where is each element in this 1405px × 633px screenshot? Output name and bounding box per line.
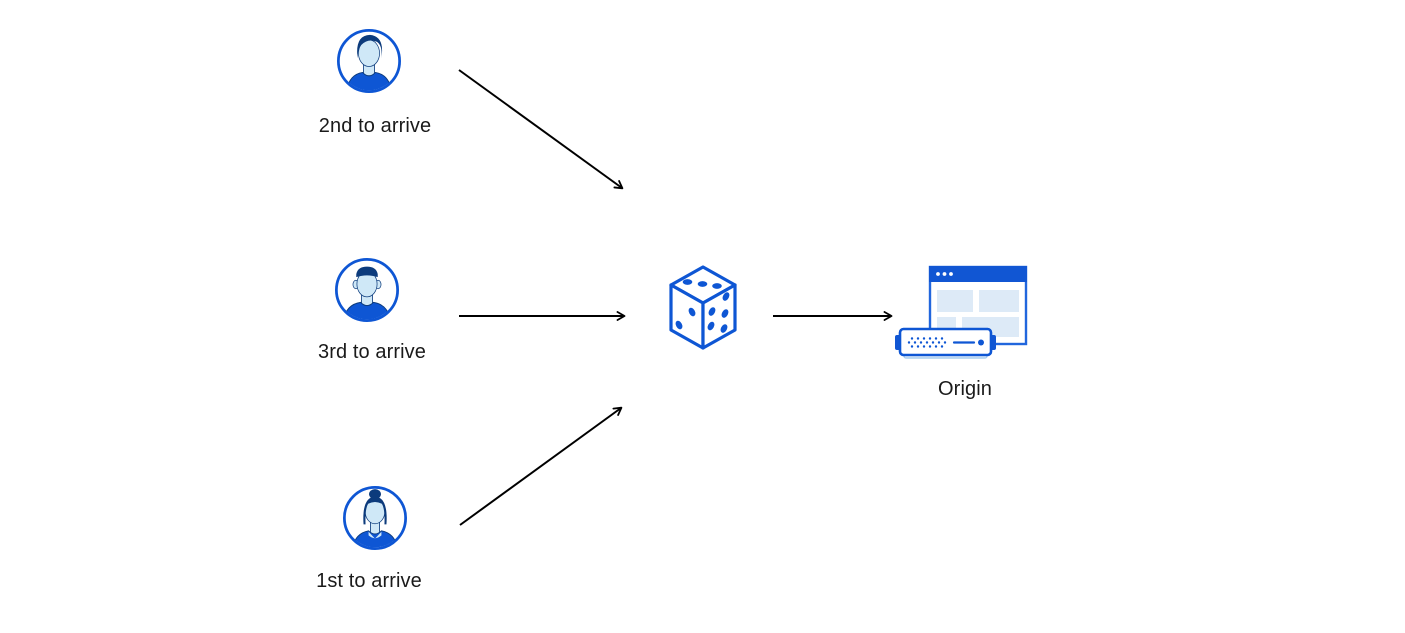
arrow-client1-to-dice [459,406,623,526]
person-avatar-hair-bun-icon [343,486,407,550]
arrow-client2-to-dice [458,69,624,190]
client-label-2nd: 2nd to arrive [318,115,432,137]
client-node-1st [342,485,408,551]
person-avatar-short-hair-icon [335,258,399,322]
server-icon [895,327,996,359]
person-avatar-swoop-hair-icon [337,29,401,93]
client-label-1st: 1st to arrive [316,570,422,592]
client-node-2nd [336,28,402,94]
client-node-3rd [334,257,400,323]
client-label-3rd: 3rd to arrive [317,341,427,363]
dice-node [667,264,739,352]
browser-window-and-server-icon [895,265,1028,359]
dice-icon [669,265,737,350]
origin-label: Origin [938,378,992,400]
origin-node [893,265,1028,365]
